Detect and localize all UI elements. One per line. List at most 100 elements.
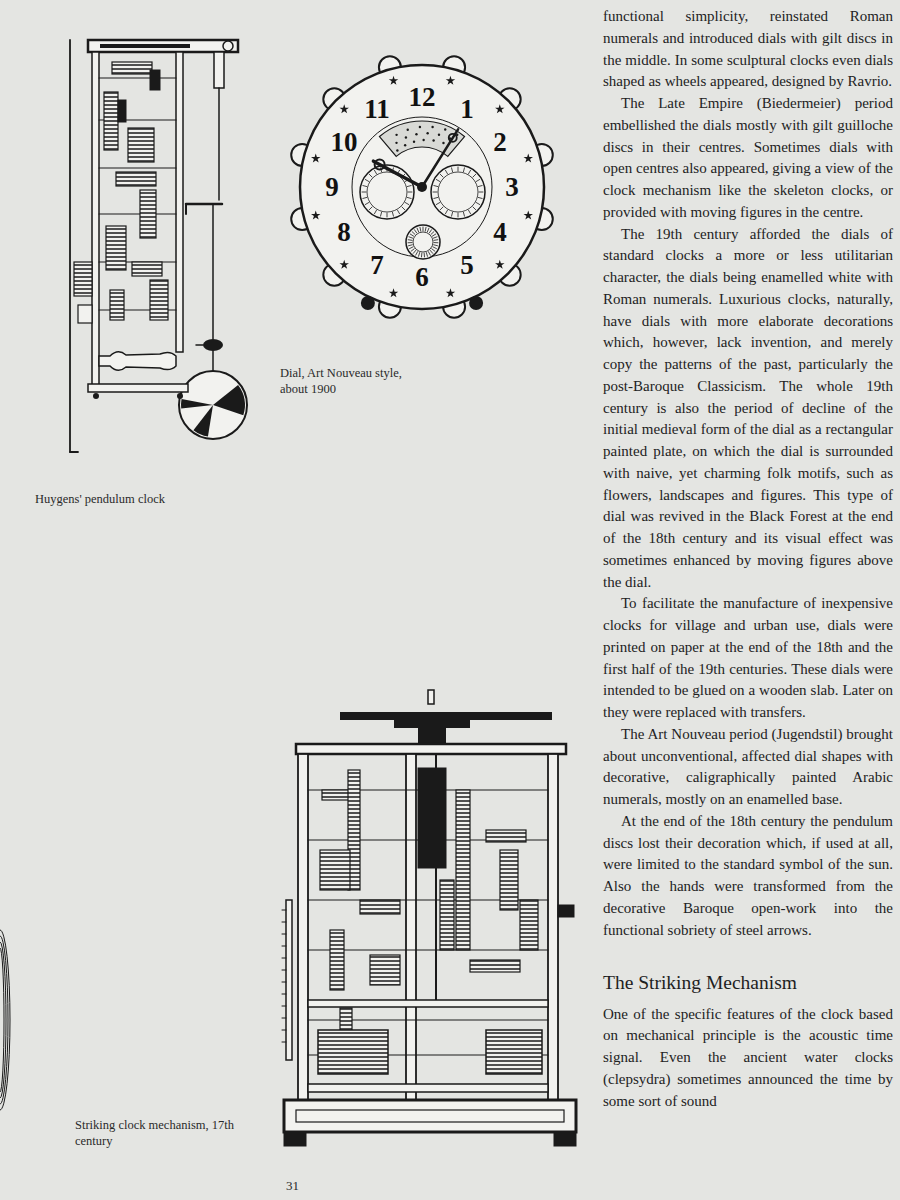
striking-mechanism-drawing-part <box>428 690 434 704</box>
dial-drawing-part <box>405 203 408 205</box>
huygens-clock-drawing-part <box>193 405 213 437</box>
huygens-clock-drawing-part <box>140 190 156 238</box>
huygens-clock-drawing-part <box>213 385 245 415</box>
dial-drawing-part <box>402 207 405 210</box>
huygens-clock-drawing-part <box>110 290 124 320</box>
huygens-clock-drawing-part <box>177 393 183 399</box>
striking-mechanism-drawing-part <box>282 982 286 983</box>
striking-mechanism-drawing-part <box>298 754 308 1100</box>
dial-numeral: 7 <box>370 251 384 278</box>
dial-numeral: 8 <box>337 219 351 246</box>
dial-drawing-part <box>433 237 437 238</box>
huygens-clock-drawing-part <box>116 172 156 186</box>
body-paragraph: The Late Empire (Biedermeier) period emb… <box>603 93 893 224</box>
dial-drawing-part <box>413 140 415 142</box>
dial-drawing-part <box>433 247 437 249</box>
huygens-clock-drawing-part <box>92 52 99 387</box>
dial-numeral: 4 <box>493 219 507 246</box>
facing-page-coil <box>0 930 10 1110</box>
striking-mechanism-drawing-part <box>486 1030 542 1074</box>
dial-drawing-part <box>362 192 366 193</box>
dial-drawing-part <box>495 104 505 113</box>
dial-numeral: 1 <box>460 96 474 123</box>
huygens-clock-drawing-part <box>93 393 99 399</box>
dial-drawing-part <box>407 129 409 131</box>
huygens-clock-drawing-part <box>106 226 126 270</box>
dial-drawing-part <box>432 234 435 236</box>
dial-drawing-part <box>387 213 388 217</box>
striking-mechanism-drawing-part <box>282 922 286 923</box>
striking-mechanism-drawing-part <box>360 900 400 914</box>
facing-page-coil-part <box>0 930 10 1110</box>
section-heading: The Striking Mechanism <box>603 971 893 994</box>
dial-drawing-part <box>396 149 398 151</box>
facing-page-coil-part <box>0 948 4 1092</box>
striking-mechanism-drawing-part <box>330 930 344 990</box>
dial-drawing-part <box>395 134 397 136</box>
striking-mechanism-drawing-part <box>500 850 518 910</box>
body-paragraph: functional simplicity, reinstated Roman … <box>603 6 893 93</box>
huygens-clock-drawing-part <box>118 100 126 122</box>
dial-drawing-part <box>442 142 444 144</box>
dial-drawing-part <box>426 132 428 134</box>
figure-caption: Striking clock mechanism, 17th century <box>75 1118 245 1149</box>
dial-drawing-part <box>367 172 407 212</box>
dial-drawing-part <box>479 192 483 193</box>
dial-drawing-part <box>363 197 367 198</box>
striking-mechanism-drawing-part <box>456 790 470 950</box>
striking-mechanism-drawing-part <box>520 900 538 950</box>
dial-drawing-part <box>436 203 439 205</box>
striking-mechanism-drawing-part <box>406 754 416 1100</box>
dial-drawing-part <box>311 154 321 163</box>
striking-mechanism-drawing-part <box>418 768 446 868</box>
facing-page-coil-part <box>0 936 8 1104</box>
dial-drawing <box>291 56 553 318</box>
dial-drawing-part <box>417 182 427 192</box>
dial-drawing-part <box>434 197 438 198</box>
dial-drawing-part <box>405 136 407 138</box>
dial-drawing-part <box>300 65 544 309</box>
dial-drawing-part <box>407 197 411 198</box>
huygens-clock-drawing-part <box>203 339 223 351</box>
dial-drawing-part <box>423 227 424 231</box>
huygens-clock-drawing-part <box>185 204 187 214</box>
dial-drawing-part <box>446 288 456 297</box>
dial-drawing-part <box>421 253 422 257</box>
striking-mechanism-drawing-part <box>318 1030 388 1074</box>
striking-mechanism-drawing-part <box>296 1110 564 1122</box>
dial-drawing-part <box>392 212 393 216</box>
dial-drawing-part <box>413 250 416 253</box>
striking-mechanism-drawing <box>282 690 576 1146</box>
huygens-clock-drawing-part <box>150 70 160 90</box>
huygens-clock-drawing-part <box>218 88 220 200</box>
dial-drawing-part <box>360 165 414 219</box>
dial-drawing-part <box>414 230 416 233</box>
dial-drawing-part <box>406 225 440 259</box>
dial-drawing-part <box>458 167 459 171</box>
huygens-clock-drawing-part <box>104 92 118 150</box>
dial-drawing-part <box>431 232 434 235</box>
dial-drawing-part <box>473 174 476 177</box>
striking-mechanism-drawing-part <box>308 1000 548 1007</box>
dial-drawing-part <box>478 197 482 198</box>
striking-mechanism-drawing-part <box>284 1100 576 1132</box>
dial-drawing-part <box>361 296 375 310</box>
dial-drawing-part <box>430 250 433 253</box>
dial-drawing-part <box>389 76 399 85</box>
dial-drawing-part <box>407 186 411 187</box>
striking-mechanism-drawing-part <box>282 1006 286 1007</box>
huygens-clock-drawing-part <box>88 40 238 52</box>
dial-drawing-part <box>438 172 478 212</box>
dial-drawing-part <box>369 174 372 177</box>
dial-drawing-part <box>440 207 443 210</box>
dial-drawing-part <box>389 288 399 297</box>
huygens-clock-drawing-part <box>214 52 224 88</box>
striking-mechanism-drawing-part <box>282 994 286 995</box>
huygens-clock-drawing-part <box>223 41 233 51</box>
dial-drawing-part <box>422 139 424 141</box>
dial-drawing-part <box>463 168 464 172</box>
dial-drawing-part <box>375 159 385 169</box>
striking-mechanism-drawing-part <box>282 958 286 959</box>
dial-drawing-part <box>408 192 412 193</box>
